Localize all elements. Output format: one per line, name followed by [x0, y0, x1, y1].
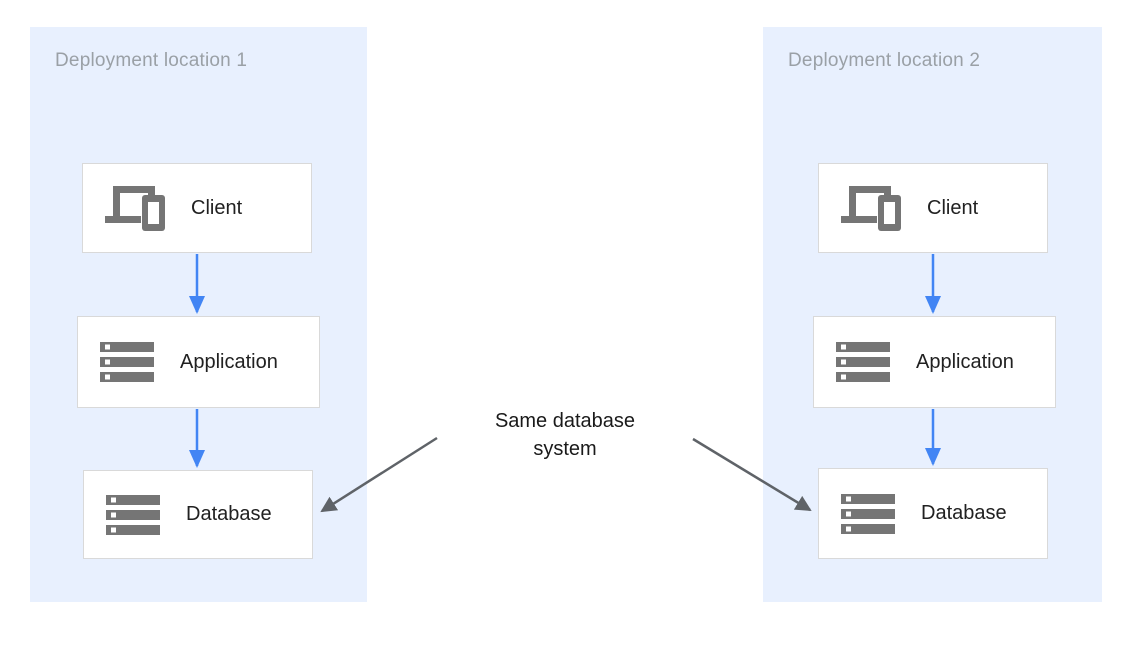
node-application-1: Application	[77, 316, 320, 408]
node-application-2: Application	[813, 316, 1056, 408]
server-stack-icon	[836, 342, 890, 382]
panel-title-1: Deployment location 1	[55, 50, 248, 71]
annotation-line-2: system	[533, 438, 597, 460]
node-database-2: Database	[818, 468, 1048, 559]
devices-icon	[841, 184, 901, 232]
node-client-1: Client	[82, 163, 312, 253]
node-label-database-2: Database	[921, 502, 1007, 524]
node-client-2: Client	[818, 163, 1048, 253]
node-database-1: Database	[83, 470, 313, 559]
node-label-application-1: Application	[180, 350, 278, 373]
node-label-client-1: Client	[191, 196, 243, 219]
server-stack-icon	[106, 494, 160, 535]
annotation-line-1: Same database	[494, 410, 636, 432]
server-stack-icon	[100, 342, 154, 382]
devices-icon	[105, 184, 165, 232]
deployment-panel-1: Deployment location 1 Client A	[30, 27, 367, 602]
deployment-panel-2: Deployment location 2 Client A	[763, 27, 1102, 602]
panel-title-2: Deployment location 2	[788, 50, 981, 71]
node-label-database-1: Database	[186, 503, 272, 525]
node-label-client-2: Client	[927, 196, 979, 219]
server-stack-icon	[841, 493, 895, 534]
annotation-same-database-system: Same database system	[455, 407, 675, 463]
node-label-application-2: Application	[916, 350, 1014, 373]
